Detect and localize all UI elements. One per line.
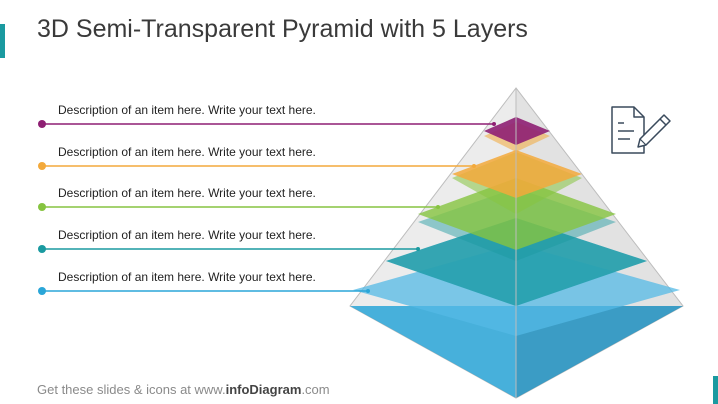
slide-title: 3D Semi-Transparent Pyramid with 5 Layer…	[37, 15, 528, 43]
footer-brand[interactable]: infoDiagram	[225, 382, 302, 397]
connector-1	[38, 120, 496, 128]
item-label-3: Description of an item here. Write your …	[58, 186, 316, 200]
connector-2	[38, 162, 476, 170]
pyramid-layer-1	[484, 117, 550, 145]
connector-4	[38, 245, 420, 253]
left-accent-bar	[0, 24, 5, 58]
footer-text: Get these slides & icons at www.infoDiag…	[37, 382, 330, 397]
item-label-1: Description of an item here. Write your …	[58, 103, 316, 117]
right-accent-bar	[713, 376, 718, 404]
item-label-2: Description of an item here. Write your …	[58, 145, 316, 159]
connector-5	[38, 287, 370, 295]
connector-3	[38, 203, 440, 211]
item-label-4: Description of an item here. Write your …	[58, 228, 316, 242]
footer-suffix: .com	[301, 382, 330, 397]
document-edit-icon	[611, 106, 671, 154]
item-label-5: Description of an item here. Write your …	[58, 270, 316, 284]
footer-prefix: Get these slides & icons at www.	[37, 382, 226, 397]
